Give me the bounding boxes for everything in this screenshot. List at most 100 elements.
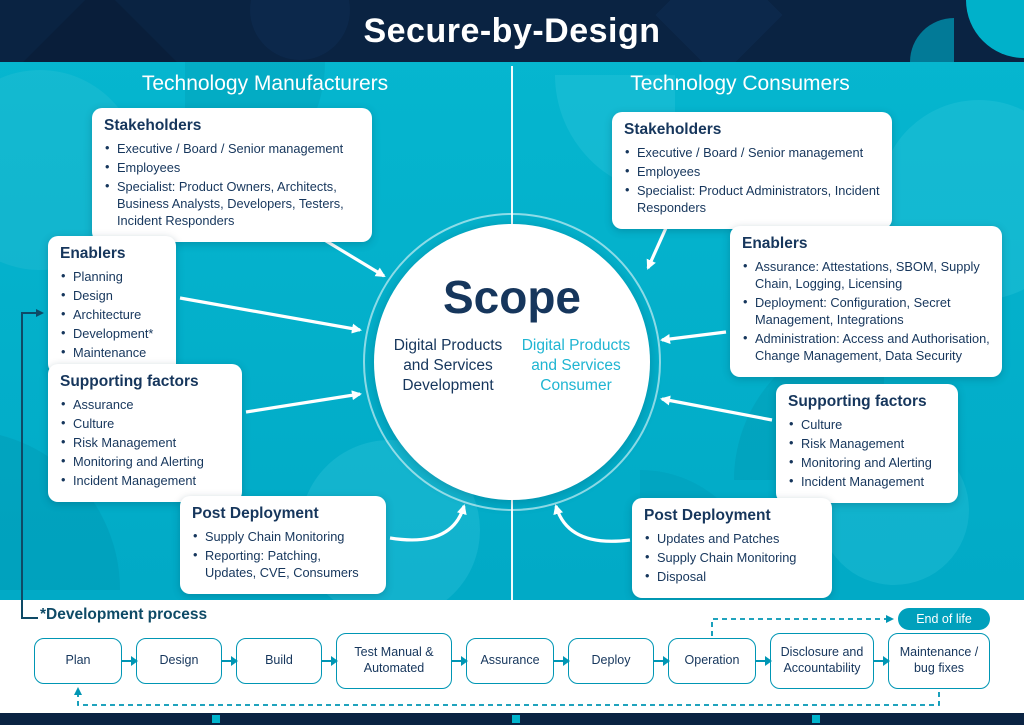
list-item: Deployment: Configuration, Secret Manage… xyxy=(742,293,990,328)
list-item: Assurance xyxy=(60,395,230,413)
process-step-label: Maintenance / bug fixes xyxy=(899,645,979,675)
process-step-disclosure: Disclosure and Accountability xyxy=(770,633,874,689)
card-consumers-supporting-factors: Supporting factors CultureRisk Managemen… xyxy=(776,384,958,504)
card-list: PlanningDesignArchitectureDevelopment*Ma… xyxy=(60,267,164,361)
card-title: Stakeholders xyxy=(624,121,722,138)
list-item: Updates and Patches xyxy=(644,529,820,547)
list-item: Administration: Access and Authorisation… xyxy=(742,329,990,364)
process-step-label: Build xyxy=(265,653,293,668)
process-step-label: Operation xyxy=(684,653,740,668)
card-manufacturers-post-deployment: Post Deployment Supply Chain MonitoringR… xyxy=(180,496,386,595)
list-item: Culture xyxy=(788,415,946,433)
process-step-test: Test Manual & Automated xyxy=(336,633,452,689)
list-item: Risk Management xyxy=(60,433,230,451)
list-item: Disposal xyxy=(644,567,820,585)
card-list: Supply Chain MonitoringReporting: Patchi… xyxy=(192,527,374,581)
process-arrow-icon xyxy=(756,656,772,666)
process-step-plan: Plan xyxy=(34,638,122,684)
card-manufacturers-stakeholders: Stakeholders Executive / Board / Senior … xyxy=(92,108,372,243)
process-arrow-icon xyxy=(122,656,138,666)
list-item: Architecture xyxy=(60,305,164,323)
header-decor-shape xyxy=(655,0,783,62)
process-arrow-icon xyxy=(222,656,238,666)
scope-development-label: Digital Products and Services Developmen… xyxy=(393,337,503,395)
list-item: Assurance: Attestations, SBOM, Supply Ch… xyxy=(742,257,990,292)
card-title: Supporting factors xyxy=(788,393,927,410)
list-item: Supply Chain Monitoring xyxy=(192,527,374,545)
card-list: CultureRisk ManagementMonitoring and Ale… xyxy=(788,415,946,490)
header-decor-shape xyxy=(250,0,350,60)
list-item: Culture xyxy=(60,414,230,432)
header-decor-shape xyxy=(966,0,1024,58)
process-arrow-icon xyxy=(654,656,670,666)
card-consumers-stakeholders: Stakeholders Executive / Board / Senior … xyxy=(612,112,892,230)
card-title: Post Deployment xyxy=(644,507,771,524)
list-item: Executive / Board / Senior management xyxy=(624,143,880,161)
process-step-label: Design xyxy=(159,653,199,668)
page-title: Secure-by-Design xyxy=(363,11,661,50)
list-item: Specialist: Product Owners, Architects, … xyxy=(104,177,360,229)
list-item: Planning xyxy=(60,267,164,285)
card-list: Executive / Board / Senior managementEmp… xyxy=(104,139,360,229)
list-item: Incident Management xyxy=(60,471,230,489)
process-step-build: Build xyxy=(236,638,322,684)
list-item: Monitoring and Alerting xyxy=(788,453,946,471)
footer-decor-square xyxy=(812,715,820,723)
footer-decor-square xyxy=(512,715,520,723)
process-step-deploy: Deploy xyxy=(568,638,654,684)
development-process-flow: Plan Design Build Test Manual & Automate… xyxy=(34,630,990,692)
scope-circle: Scope Digital Products and Services Deve… xyxy=(363,213,661,511)
manufacturers-heading: Technology Manufacturers xyxy=(141,72,389,95)
card-consumers-enablers: Enablers Assurance: Attestations, SBOM, … xyxy=(730,226,1002,378)
scope-consumer-label: Digital Products and Services Consumer xyxy=(521,337,631,395)
card-list: AssuranceCultureRisk ManagementMonitorin… xyxy=(60,395,230,489)
process-arrow-icon xyxy=(452,656,468,666)
development-process-label: *Development process xyxy=(40,606,208,623)
list-item: Employees xyxy=(624,162,880,180)
header-band: Secure-by-Design xyxy=(0,0,1024,62)
arrow-postdeploy-right-to-scope xyxy=(553,504,631,543)
card-title: Stakeholders xyxy=(104,117,202,134)
card-title: Supporting factors xyxy=(60,373,199,390)
card-list: Updates and PatchesSupply Chain Monitori… xyxy=(644,529,820,585)
header-decor-shape xyxy=(15,0,185,62)
process-step-design: Design xyxy=(136,638,222,684)
card-title: Post Deployment xyxy=(192,505,319,522)
end-of-life-badge: End of life xyxy=(898,608,990,630)
card-title: Enablers xyxy=(60,245,126,262)
card-list: Assurance: Attestations, SBOM, Supply Ch… xyxy=(742,257,990,364)
list-item: Specialist: Product Administrators, Inci… xyxy=(624,181,880,216)
process-step-maintenance: Maintenance / bug fixes xyxy=(888,633,990,689)
card-list: Executive / Board / Senior managementEmp… xyxy=(624,143,880,216)
list-item: Risk Management xyxy=(788,434,946,452)
list-item: Reporting: Patching, Updates, CVE, Consu… xyxy=(192,546,374,581)
process-arrow-icon xyxy=(874,656,890,666)
list-item: Executive / Board / Senior management xyxy=(104,139,360,157)
list-item: Design xyxy=(60,286,164,304)
card-consumers-post-deployment: Post Deployment Updates and PatchesSuppl… xyxy=(632,498,832,599)
scope-labels: Digital Products and Services Developmen… xyxy=(392,336,632,396)
header-decor-shape xyxy=(910,18,954,62)
list-item: Supply Chain Monitoring xyxy=(644,548,820,566)
card-title: Enablers xyxy=(742,235,808,252)
card-manufacturers-supporting-factors: Supporting factors AssuranceCultureRisk … xyxy=(48,364,242,503)
process-arrow-icon xyxy=(554,656,570,666)
consumers-heading: Technology Consumers xyxy=(630,72,850,95)
card-manufacturers-enablers: Enablers PlanningDesignArchitectureDevel… xyxy=(48,236,176,375)
process-step-assurance: Assurance xyxy=(466,638,554,684)
process-step-label: Disclosure and Accountability xyxy=(780,645,864,675)
list-item: Development* xyxy=(60,324,164,342)
process-step-label: Test Manual & Automated xyxy=(354,645,434,675)
footer-decor-square xyxy=(212,715,220,723)
list-item: Maintenance xyxy=(60,343,164,361)
arrow-supporting-left-to-scope xyxy=(245,390,362,414)
process-arrow-icon xyxy=(322,656,338,666)
list-item: Employees xyxy=(104,158,360,176)
list-item: Incident Management xyxy=(788,472,946,490)
scope-title: Scope xyxy=(442,271,582,323)
process-step-label: Assurance xyxy=(480,653,540,668)
arrow-enablers-right-to-scope xyxy=(660,330,727,344)
process-step-label: Deploy xyxy=(591,653,631,668)
list-item: Monitoring and Alerting xyxy=(60,452,230,470)
